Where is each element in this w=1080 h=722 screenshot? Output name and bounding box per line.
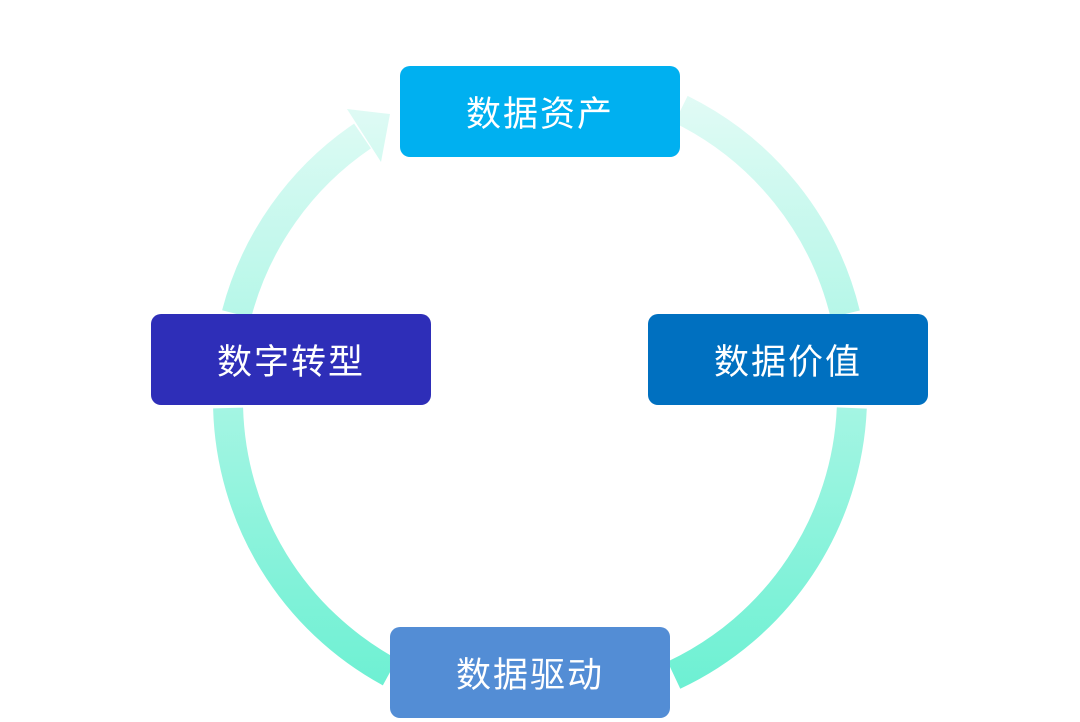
node-data-assets: 数据资产	[400, 66, 680, 157]
node-data-driven: 数据驱动	[390, 627, 670, 718]
cycle-arc-right-bottom	[667, 407, 867, 689]
cycle-arc-top-right	[674, 95, 860, 318]
cycle-arc-bottom-left	[213, 407, 398, 686]
cycle-arrow-head	[347, 109, 390, 162]
node-data-value: 数据价值	[648, 314, 928, 405]
cycle-ring	[213, 95, 867, 689]
node-digital-transformation: 数字转型	[151, 314, 431, 405]
cycle-arc-left-top	[222, 123, 372, 318]
